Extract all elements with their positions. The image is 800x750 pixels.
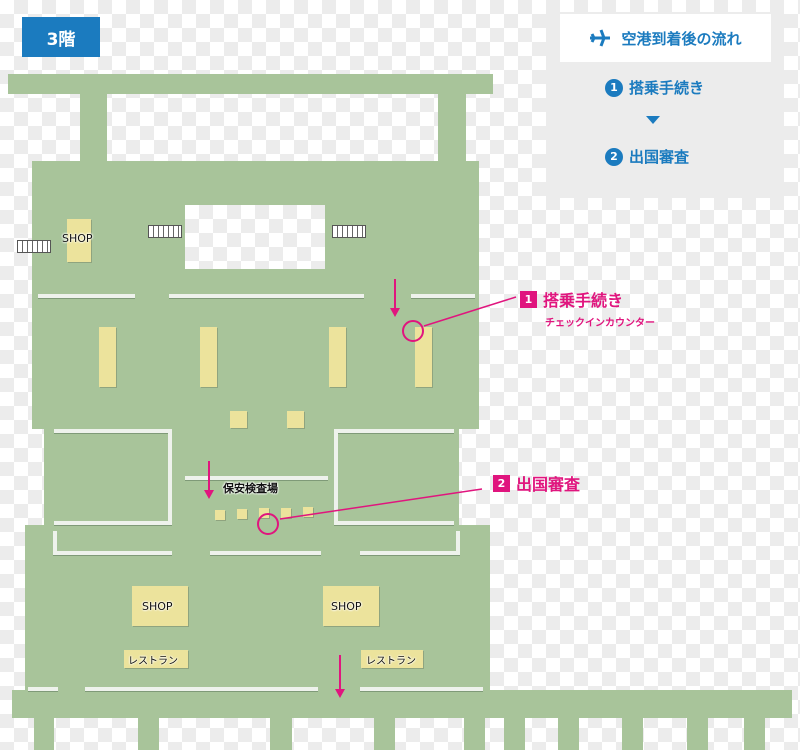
gate-connector bbox=[744, 717, 765, 750]
shop-block bbox=[323, 586, 379, 626]
floor-area-bottom-bar bbox=[12, 690, 792, 718]
wall bbox=[85, 687, 318, 691]
gate-connector bbox=[464, 717, 485, 750]
callout-immigration: 2 出国審査 bbox=[493, 471, 580, 495]
checkin-marker bbox=[402, 320, 424, 342]
wall bbox=[54, 521, 172, 525]
wall bbox=[168, 429, 172, 525]
shop-label[interactable]: SHOP bbox=[62, 232, 93, 245]
arrow-down-icon bbox=[335, 689, 345, 698]
floor-area-connector bbox=[80, 94, 107, 162]
floor-badge: 3階 bbox=[22, 17, 100, 57]
callout-checkin: 1 搭乗手続き bbox=[520, 287, 623, 311]
shop-label[interactable]: SHOP bbox=[331, 600, 362, 613]
gate-connector bbox=[374, 717, 395, 750]
gate-connector bbox=[34, 717, 54, 750]
wall bbox=[334, 521, 454, 525]
gate-connector bbox=[687, 717, 708, 750]
wall bbox=[360, 551, 460, 555]
security-gate bbox=[281, 508, 291, 518]
gate-connector bbox=[270, 717, 292, 750]
wall bbox=[169, 294, 364, 298]
leader-line-checkin bbox=[423, 296, 517, 327]
direction-arrow bbox=[394, 279, 396, 309]
wall bbox=[411, 294, 475, 298]
restaurant-label[interactable]: レストラン bbox=[128, 656, 178, 667]
wall bbox=[210, 551, 321, 555]
wall bbox=[360, 687, 483, 691]
arrow-down-icon bbox=[390, 308, 400, 317]
gate-connector bbox=[622, 717, 643, 750]
step-number: 1 bbox=[605, 78, 623, 97]
wall bbox=[28, 687, 58, 691]
gate-connector bbox=[138, 717, 159, 750]
callout-number: 1 bbox=[520, 290, 537, 308]
triangle-down-icon bbox=[646, 116, 660, 124]
wall bbox=[456, 531, 460, 555]
security-gate bbox=[303, 507, 313, 517]
arrow-down-icon bbox=[204, 490, 214, 499]
floor-area-connector bbox=[438, 94, 466, 162]
escalator-icon bbox=[148, 225, 182, 238]
wall bbox=[54, 429, 172, 433]
leader-line-immigration bbox=[279, 488, 483, 520]
wall bbox=[334, 429, 338, 525]
void-area bbox=[185, 205, 325, 269]
flow-panel-title: 空港到着後の流れ bbox=[621, 29, 742, 48]
shop-block bbox=[67, 219, 91, 262]
shop-block bbox=[132, 586, 188, 626]
direction-arrow bbox=[208, 461, 210, 491]
flow-step-1: 1 搭乗手続き bbox=[605, 77, 704, 98]
checkin-counter bbox=[200, 327, 217, 387]
callout-title: 搭乗手続き bbox=[543, 291, 624, 310]
gate-connector bbox=[558, 717, 579, 750]
step-label: 搭乗手続き bbox=[629, 79, 705, 97]
direction-arrow bbox=[339, 655, 341, 690]
escalator-icon bbox=[332, 225, 366, 238]
step-label: 出国審査 bbox=[629, 148, 690, 166]
wall bbox=[334, 429, 454, 433]
kiosk-block bbox=[230, 411, 247, 428]
wall bbox=[53, 531, 57, 555]
flow-panel-header: 空港到着後の流れ bbox=[560, 14, 771, 62]
restaurant-label[interactable]: レストラン bbox=[366, 656, 416, 667]
immigration-marker bbox=[257, 513, 279, 535]
security-label: 保安検査場 bbox=[223, 482, 278, 495]
security-gate bbox=[237, 509, 247, 519]
flow-step-2: 2 出国審査 bbox=[605, 146, 689, 167]
restaurant-block bbox=[124, 650, 188, 668]
wall bbox=[185, 476, 328, 480]
shop-label[interactable]: SHOP bbox=[142, 600, 173, 613]
kiosk-block bbox=[287, 411, 304, 428]
checkin-counter bbox=[99, 327, 116, 387]
callout-title: 出国審査 bbox=[516, 475, 581, 494]
wall bbox=[53, 551, 172, 555]
callout-number: 2 bbox=[493, 474, 510, 492]
escalator-icon bbox=[17, 240, 51, 253]
callout-subtitle: チェックインカウンター bbox=[545, 318, 655, 329]
floor-area-top-bar bbox=[8, 74, 493, 94]
restaurant-block bbox=[361, 650, 423, 668]
step-number: 2 bbox=[605, 147, 623, 166]
security-gate bbox=[215, 510, 225, 520]
wall bbox=[38, 294, 135, 298]
checkin-counter bbox=[329, 327, 346, 387]
airplane-icon bbox=[590, 29, 611, 47]
gate-connector bbox=[504, 717, 525, 750]
checkin-counter bbox=[415, 327, 432, 387]
